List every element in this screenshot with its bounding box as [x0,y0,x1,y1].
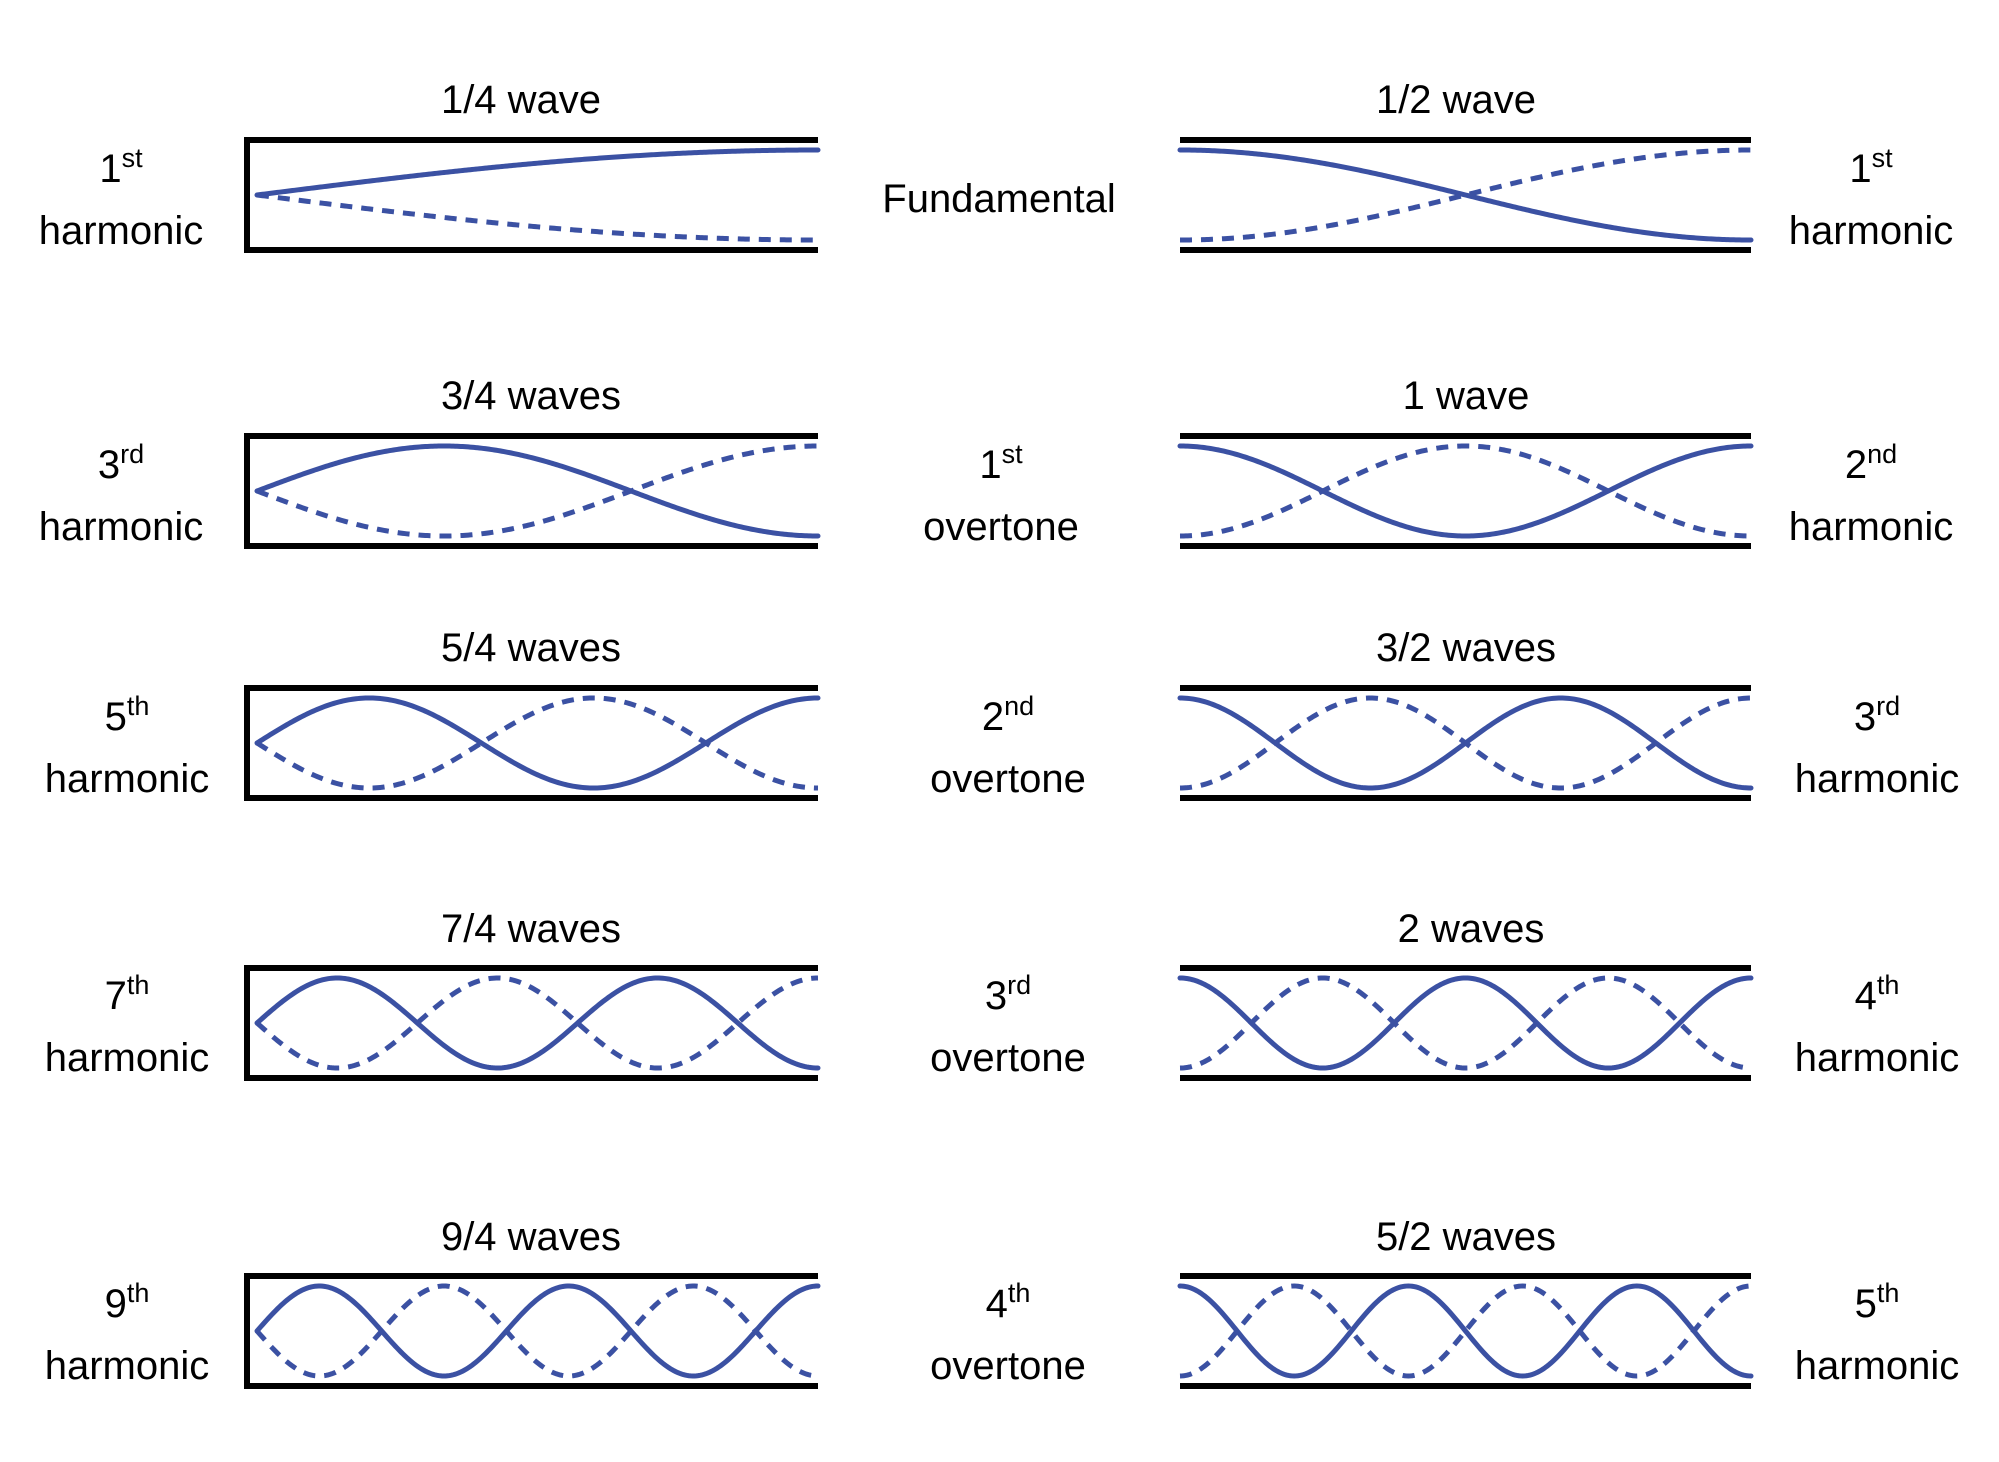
closed-tube [244,1273,821,1389]
wave-dashed [255,975,819,1071]
closed-tube-outline [244,1273,818,1389]
wave-dashed [1179,695,1752,791]
closed-tube-title: 1/4 wave [440,78,602,122]
wave-solid [1177,147,1754,243]
closed-tube-outline [244,137,818,253]
closed-tube-title: 3/4 waves [440,374,622,418]
open-tube [1177,137,1754,253]
closed-tube [244,137,821,253]
overtone-label: 3rd overtone [930,970,1086,1080]
wave-solid [254,147,821,198]
closed-harmonic-label: 5th harmonic [44,691,210,801]
wave-solid [254,443,821,539]
fundamental-label: Fundamental [882,177,1116,221]
closed-harmonic-label: 9th harmonic [44,1278,210,1388]
open-harmonic-label: 5th harmonic [1794,1278,1960,1388]
open-tube-title: 2 waves [1397,907,1545,951]
open-tube [1177,965,1754,1081]
wave-solid [254,975,821,1071]
overtone-label: 1st overtone [923,439,1079,549]
wave-dashed [1179,443,1752,539]
closed-tube-group [244,137,821,1389]
closed-tube [244,685,821,801]
open-tube-title: 1 wave [1402,374,1530,418]
open-tube-title: 1/2 wave [1375,78,1537,122]
open-tube [1177,433,1754,549]
wave-dashed [255,695,819,791]
wave-solid [254,695,821,791]
open-tube [1177,1273,1754,1389]
wave-solid [254,1283,821,1379]
open-harmonic-label: 1st harmonic [1788,143,1954,253]
wave-dashed [1179,1283,1752,1379]
closed-harmonic-label: 3rd harmonic [38,439,204,549]
wave-dashed [1180,147,1751,243]
open-tube-title: 5/2 waves [1375,1215,1557,1259]
closed-tube-outline [244,433,818,549]
closed-tube-title: 9/4 waves [440,1215,622,1259]
closed-harmonic-label: 7th harmonic [44,970,210,1080]
wave-dashed [256,443,819,539]
wave-dashed [256,192,818,243]
wave-dashed [255,1283,819,1379]
open-harmonic-label: 4th harmonic [1794,970,1960,1080]
wave-solid [1177,443,1754,539]
wave-solid [1177,975,1754,1071]
open-tube [1177,685,1754,801]
closed-tube-outline [244,965,818,1081]
open-tube-group [1177,137,1754,1389]
wave-solid [1177,1283,1754,1379]
overtone-label: 2nd overtone [930,691,1086,801]
closed-tube [244,433,821,549]
open-tube-title: 3/2 waves [1375,626,1557,670]
closed-tube [244,965,821,1081]
closed-tube-title: 5/4 waves [440,626,622,670]
open-harmonic-label: 3rd harmonic [1794,691,1960,801]
open-harmonic-label: 2nd harmonic [1788,439,1954,549]
closed-harmonic-label: 1st harmonic [38,143,204,253]
overtone-label: 4th overtone [930,1278,1086,1388]
closed-tube-outline [244,685,818,801]
wave-dashed [1179,975,1752,1071]
closed-tube-title: 7/4 waves [440,907,622,951]
